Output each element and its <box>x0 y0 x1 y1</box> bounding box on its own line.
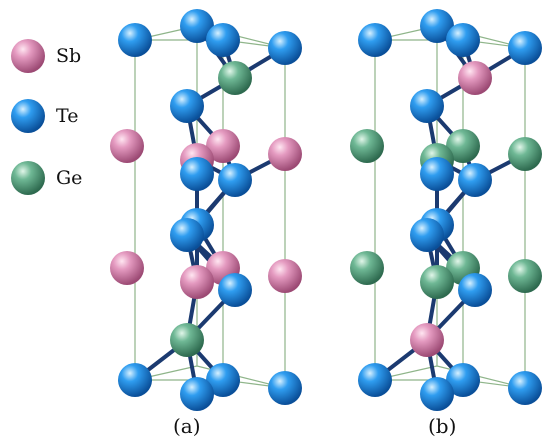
te-atom-b <box>446 23 480 57</box>
te-atom-a <box>170 218 204 252</box>
caption-a: (a) <box>173 414 201 438</box>
sb-atom-b <box>458 61 492 95</box>
te-atom-a <box>218 163 252 197</box>
structure-b <box>350 9 542 411</box>
sb-atom-a <box>180 265 214 299</box>
te-atom-b <box>358 23 392 57</box>
sb-atom-a <box>110 129 144 163</box>
sb-atom-a <box>268 259 302 293</box>
te-atom-b <box>458 273 492 307</box>
sb-atom-icon <box>11 39 45 73</box>
te-atom-b <box>458 163 492 197</box>
legend-item-sb: Sb <box>8 36 108 80</box>
caption-b: (b) <box>428 414 457 438</box>
te-atom-icon <box>11 99 45 133</box>
te-atom-a <box>180 157 214 191</box>
te-atom-b <box>446 363 480 397</box>
te-atom-a <box>268 31 302 65</box>
ge-atom-b <box>508 137 542 171</box>
ge-atom-a <box>218 61 252 95</box>
legend-label-te: Te <box>56 105 79 127</box>
structure-a <box>110 9 302 411</box>
ge-atom-b <box>508 259 542 293</box>
ge-atom-b <box>350 251 384 285</box>
legend-label-sb: Sb <box>56 45 82 67</box>
te-atom-a <box>268 371 302 405</box>
te-atom-b <box>420 157 454 191</box>
te-atom-b <box>410 218 444 252</box>
ge-atom-b <box>420 265 454 299</box>
ge-atom-a <box>170 323 204 357</box>
te-atom-a <box>218 273 252 307</box>
te-atom-a <box>180 377 214 411</box>
sb-atom-a <box>110 251 144 285</box>
legend-item-te: Te <box>8 96 108 140</box>
te-atom-b <box>508 31 542 65</box>
te-atom-a <box>206 363 240 397</box>
te-atom-a <box>118 23 152 57</box>
te-atom-a <box>206 23 240 57</box>
sb-atom-b <box>410 323 444 357</box>
ge-atom-icon <box>11 161 45 195</box>
te-atom-b <box>508 371 542 405</box>
te-atom-b <box>420 377 454 411</box>
te-atom-a <box>180 9 214 43</box>
te-atom-b <box>410 89 444 123</box>
ge-atom-b <box>446 129 480 163</box>
te-atom-a <box>170 89 204 123</box>
sb-atom-a <box>206 129 240 163</box>
te-atom-b <box>420 9 454 43</box>
te-atom-b <box>358 363 392 397</box>
ge-atom-b <box>350 129 384 163</box>
te-atom-a <box>118 363 152 397</box>
legend-label-ge: Ge <box>56 167 83 189</box>
sb-atom-a <box>268 137 302 171</box>
legend-item-ge: Ge <box>8 158 108 202</box>
